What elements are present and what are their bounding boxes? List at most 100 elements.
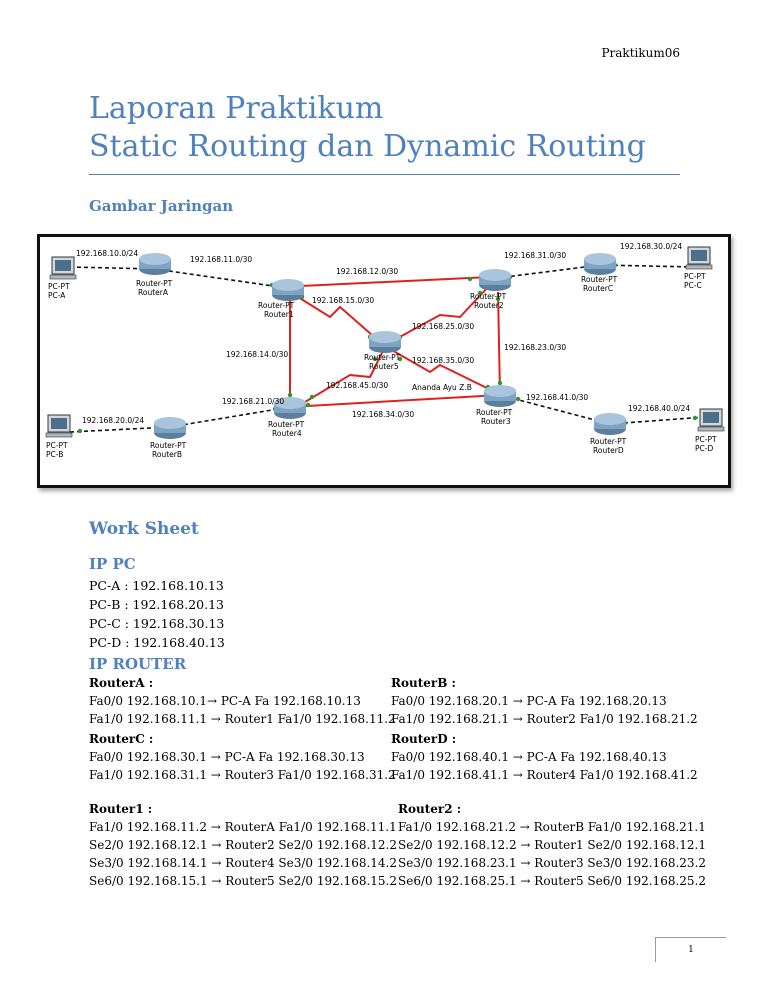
- router-name: RouterA :: [89, 676, 154, 690]
- pc-ip-item: PC-A : 192.168.10.13: [89, 578, 224, 593]
- router-name: Router1 :: [89, 802, 153, 816]
- pcc-type-label: PC-PT: [684, 272, 706, 281]
- r1-type-label: Router-PT: [258, 301, 295, 310]
- router2-block: Router2 : Fa1/0 192.168.21.2 → RouterB F…: [398, 800, 706, 890]
- router-interface-line: Fa0/0 192.168.20.1 → PC-A Fa 192.168.20.…: [391, 694, 667, 708]
- router-icon-rc: [584, 253, 616, 275]
- router-name: RouterC :: [89, 732, 154, 746]
- router-interface-line: Fa1/0 192.168.21.2 → RouterB Fa1/0 192.1…: [398, 820, 706, 834]
- routerB-block: RouterB : Fa0/0 192.168.20.1 → PC-A Fa 1…: [391, 674, 698, 728]
- router-icon-r2: [479, 269, 511, 291]
- pcc-name-label: PC-C: [684, 281, 702, 290]
- r2-type-label: Router-PT: [470, 292, 507, 301]
- router-interface-line: Se2/0 192.168.12.2 → Router1 Se2/0 192.1…: [398, 838, 706, 852]
- r4-name-label: Router4: [272, 429, 302, 438]
- router-icon-ra: [139, 253, 171, 275]
- pcd-name-label: PC-D: [695, 444, 713, 453]
- net-label-45: 192.168.45.0/30: [326, 381, 388, 390]
- rc-name-label: RouterC: [583, 284, 613, 293]
- router-interface-line: Se6/0 192.168.15.1 → Router5 Se2/0 192.1…: [89, 874, 397, 888]
- routerD-block: RouterD : Fa0/0 192.168.40.1 → PC-A Fa 1…: [391, 730, 698, 784]
- r2-name-label: Router2: [474, 301, 504, 310]
- title-line-1: Laporan Praktikum: [89, 91, 384, 126]
- running-header: Praktikum06: [601, 46, 680, 60]
- router-interface-line: Fa1/0 192.168.41.1 → Router4 Fa1/0 192.1…: [391, 768, 698, 782]
- router-icon-rb: [154, 417, 186, 439]
- net-label-40: 192.168.40.0/24: [628, 404, 690, 413]
- network-section-heading: Gambar Jaringan: [89, 197, 234, 215]
- router-interface-line: Se3/0 192.168.14.1 → Router4 Se3/0 192.1…: [89, 856, 397, 870]
- r3-type-label: Router-PT: [476, 408, 513, 417]
- net-label-21: 192.168.21.0/30: [222, 397, 284, 406]
- pcb-name-label: PC-B: [46, 450, 63, 459]
- r1-name-label: Router1: [264, 310, 294, 319]
- rd-type-label: Router-PT: [590, 437, 627, 446]
- net-label-20: 192.168.20.0/24: [82, 416, 144, 425]
- pc-ip-item: PC-B : 192.168.20.13: [89, 597, 224, 612]
- pcb-type-label: PC-PT: [46, 441, 68, 450]
- router-icon-r4: [274, 397, 306, 419]
- pca-name-label: PC-A: [48, 291, 66, 300]
- net-label-41: 192.168.41.0/30: [526, 393, 588, 402]
- r3-name-label: Router3: [481, 417, 511, 426]
- worksheet-heading: Work Sheet: [89, 519, 199, 539]
- rd-name-label: RouterD: [593, 446, 624, 455]
- title-line-2: Static Routing dan Dynamic Routing: [89, 129, 646, 164]
- net-label-14: 192.168.14.0/30: [226, 350, 288, 359]
- network-diagram: PC-PT PC-A PC-PT PC-B PC-PT PC-C PC-PT P…: [37, 234, 731, 488]
- author-label: Ananda Ayu Z.B: [412, 383, 472, 392]
- router1-block: Router1 : Fa1/0 192.168.11.2 → RouterA F…: [89, 800, 397, 890]
- ra-type-label: Router-PT: [136, 279, 173, 288]
- network-diagram-svg: PC-PT PC-A PC-PT PC-B PC-PT PC-C PC-PT P…: [45, 242, 725, 459]
- router-interface-line: Fa0/0 192.168.10.1→ PC-A Fa 192.168.10.1…: [89, 694, 361, 708]
- rc-type-label: Router-PT: [581, 275, 618, 284]
- net-label-34: 192.168.34.0/30: [352, 410, 414, 419]
- r5-type-label: Router-PT: [364, 353, 401, 362]
- net-label-11: 192.168.11.0/30: [190, 255, 252, 264]
- title-rule: [89, 174, 680, 175]
- r5-name-label: Router5: [369, 362, 399, 371]
- r4-type-label: Router-PT: [268, 420, 305, 429]
- router-name: RouterD :: [391, 732, 457, 746]
- pc-ip-item: PC-D : 192.168.40.13: [89, 635, 225, 650]
- routerA-block: RouterA : Fa0/0 192.168.10.1→ PC-A Fa 19…: [89, 674, 396, 728]
- pc-icon-pcc: [685, 246, 713, 270]
- router-icon-r3: [484, 385, 516, 407]
- pc-icon-pca: [49, 256, 77, 280]
- net-label-10: 192.168.10.0/24: [76, 249, 138, 258]
- ip-pc-heading: IP PC: [89, 555, 136, 573]
- pc-icon-pcb: [45, 414, 73, 438]
- rb-name-label: RouterB: [152, 450, 182, 459]
- pc-icon-pcd: [697, 408, 725, 432]
- document-title: Laporan Praktikum Static Routing dan Dyn…: [89, 90, 646, 166]
- net-label-25: 192.168.25.0/30: [412, 322, 474, 331]
- router-interface-line: Se2/0 192.168.12.1 → Router2 Se2/0 192.1…: [89, 838, 397, 852]
- net-label-15: 192.168.15.0/30: [312, 296, 374, 305]
- router-interface-line: Se6/0 192.168.25.1 → Router5 Se6/0 192.1…: [398, 874, 706, 888]
- router-interface-line: Fa1/0 192.168.31.1 → Router3 Fa1/0 192.1…: [89, 768, 396, 782]
- router-icon-r1: [272, 279, 304, 301]
- router-interface-line: Se3/0 192.168.23.1 → Router3 Se3/0 192.1…: [398, 856, 706, 870]
- page-number: 1: [655, 937, 726, 962]
- net-label-12: 192.168.12.0/30: [336, 267, 398, 276]
- router-icon-rd: [594, 413, 626, 435]
- pca-type-label: PC-PT: [48, 282, 70, 291]
- net-label-23: 192.168.23.0/30: [504, 343, 566, 352]
- net-label-31: 192.168.31.0/30: [504, 251, 566, 260]
- router-interface-line: Fa1/0 192.168.11.1 → Router1 Fa1/0 192.1…: [89, 712, 396, 726]
- ip-pc-list: PC-A : 192.168.10.13 PC-B : 192.168.20.1…: [89, 576, 225, 652]
- router-interface-line: Fa1/0 192.168.21.1 → Router2 Fa1/0 192.1…: [391, 712, 698, 726]
- pc-ip-item: PC-C : 192.168.30.13: [89, 616, 225, 631]
- pcd-type-label: PC-PT: [695, 435, 717, 444]
- rb-type-label: Router-PT: [150, 441, 187, 450]
- ip-router-heading: IP ROUTER: [89, 655, 187, 673]
- net-label-35: 192.168.35.0/30: [412, 356, 474, 365]
- router-interface-line: Fa1/0 192.168.11.2 → RouterA Fa1/0 192.1…: [89, 820, 397, 834]
- net-label-30: 192.168.30.0/24: [620, 242, 682, 251]
- router-name: Router2 :: [398, 802, 462, 816]
- ra-name-label: RouterA: [138, 288, 169, 297]
- router-name: RouterB :: [391, 676, 456, 690]
- router-interface-line: Fa0/0 192.168.40.1 → PC-A Fa 192.168.40.…: [391, 750, 667, 764]
- router-interface-line: Fa0/0 192.168.30.1 → PC-A Fa 192.168.30.…: [89, 750, 365, 764]
- routerC-block: RouterC : Fa0/0 192.168.30.1 → PC-A Fa 1…: [89, 730, 396, 784]
